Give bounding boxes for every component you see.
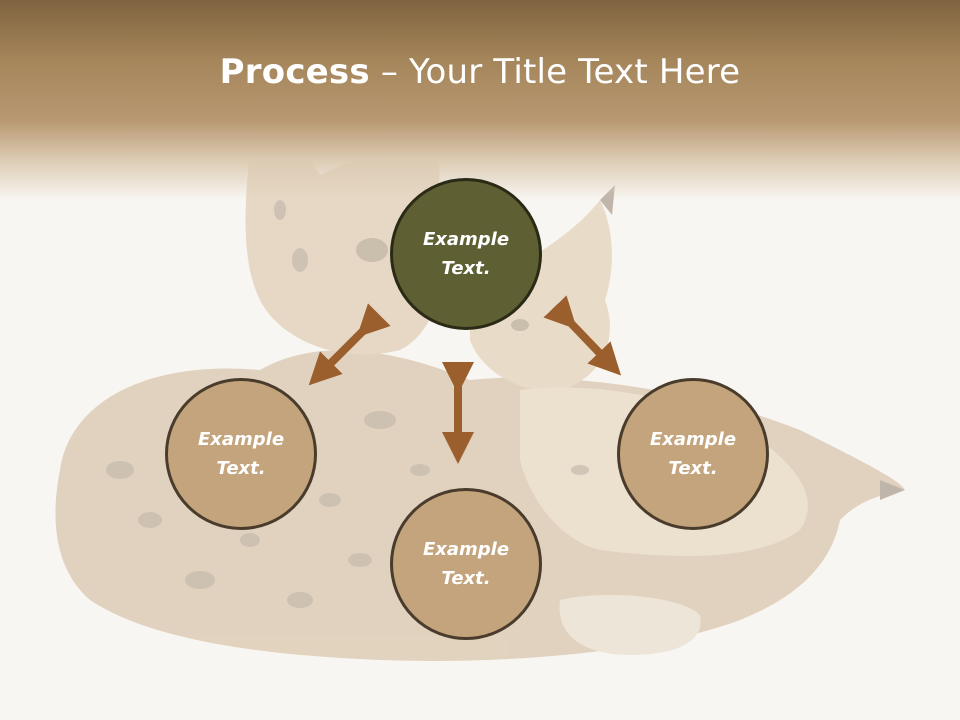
node-right: Example Text. — [617, 378, 769, 530]
title-bold-part: Process — [219, 52, 370, 92]
title-header-band — [0, 0, 960, 200]
node-right-label: Example Text. — [649, 429, 737, 479]
title-dash: – — [369, 52, 410, 92]
arrow-center-left — [308, 303, 391, 386]
arrow-center-right — [543, 295, 622, 376]
node-bottom-label: Example Text. — [422, 539, 510, 589]
node-left: Example Text. — [165, 378, 317, 530]
node-bottom: Example Text. — [390, 488, 542, 640]
node-center-label: Example Text. — [422, 229, 510, 279]
title-rest: Your Title Text Here — [409, 52, 741, 92]
node-left-label: Example Text. — [197, 429, 285, 479]
slide-title: Process – Your Title Text Here — [0, 52, 960, 92]
node-center: Example Text. — [390, 178, 542, 330]
